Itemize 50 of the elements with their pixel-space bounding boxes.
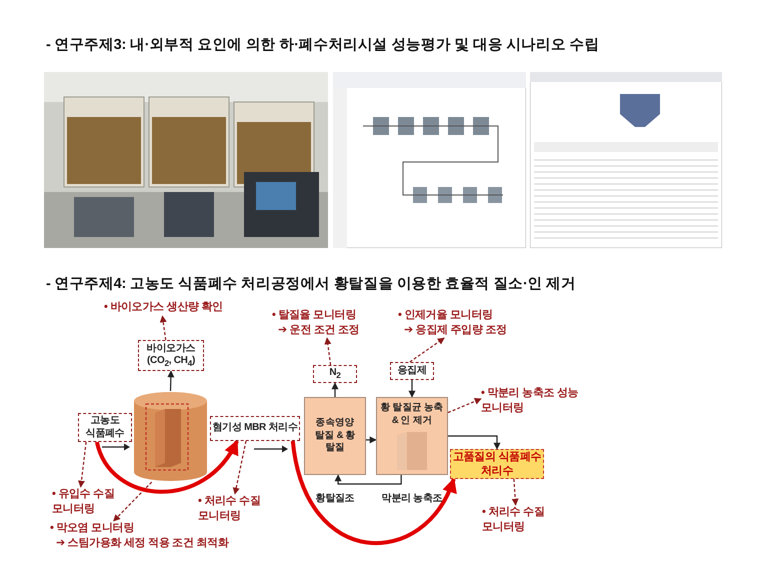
annotation-text: ➔ 스팀가용화 세정 적용 조건 최적화 <box>55 536 230 551</box>
annotation-text: • 탈질율 모니터링 <box>272 308 357 323</box>
output-label: 고품질의 식품폐수 처리수 <box>452 450 542 478</box>
dashed-label-box <box>390 362 434 380</box>
leader-line <box>232 440 247 495</box>
software-screenshot <box>333 72 526 248</box>
dashed-label-box <box>313 365 357 383</box>
leader-line <box>324 337 332 366</box>
tank-label: 황탈질조 <box>314 492 356 505</box>
process-box <box>376 397 448 475</box>
annotation-text: • 막오염 모니터링 <box>50 521 135 536</box>
tank-label: 막분리 농축조 <box>380 492 444 505</box>
arrow <box>408 380 416 398</box>
leader-line <box>113 482 152 522</box>
annotation-text: • 막분리 농축조 성능 모니터링 <box>481 386 580 416</box>
box-label: N$_{2}$ <box>329 367 341 381</box>
annotation-text: • 처리수 수질 모니터링 <box>482 505 546 535</box>
annotation-text: ➔ 응집제 주입량 조정 <box>403 322 508 338</box>
arrow <box>366 436 377 444</box>
reactor-tank <box>133 391 208 482</box>
box-label: 바이오가스 (CO$_{2}$, CH$_{4}$) <box>146 342 196 368</box>
leader-line <box>160 315 167 340</box>
box-label: 종속영양 탈질 & 황 탈질 <box>314 416 356 456</box>
curved-arrow <box>290 440 456 545</box>
dashed-label-box <box>138 340 204 371</box>
section-heading: - 연구주제3: 내·외부적 요인에 의한 하·폐수처리시설 성능평가 및 대응 시나리오 수립 <box>46 36 600 54</box>
curved-arrow <box>95 440 239 494</box>
annotation-text: • 처리수 수질 모니터링 <box>198 494 262 524</box>
arrow <box>334 474 402 485</box>
lab-photo <box>44 72 328 248</box>
annotation-text: • 바이오가스 생산량 확인 <box>104 300 224 315</box>
leader-line <box>409 338 445 362</box>
annotation-text: • 유입수 수질 모니터링 <box>52 487 116 517</box>
process-box <box>304 397 366 475</box>
box-label: 응집제 <box>397 364 427 378</box>
leader-line <box>448 398 482 414</box>
box-label: 혐기성 MBR 처리수 <box>212 422 298 435</box>
box-label: 고농도 식품폐수 <box>84 415 126 440</box>
box-label: 황 탈질균 농축 & 인 제거 <box>380 402 444 428</box>
arrow <box>167 370 174 392</box>
section-heading: - 연구주제4: 고농도 식품폐수 처리공정에서 황탈질을 이용한 효율적 질소·인 제거 <box>46 275 576 293</box>
leader-line <box>78 442 87 488</box>
leader-line <box>512 478 519 506</box>
dashed-label-box <box>78 413 132 442</box>
dashed-label-box <box>210 416 300 441</box>
arrow <box>448 435 500 450</box>
annotation-text: • 인제거율 모니터링 <box>398 308 494 323</box>
annotation-text: ➔ 운전 조건 조정 <box>277 322 360 338</box>
software-screenshot <box>530 72 722 248</box>
arrow <box>332 382 338 397</box>
